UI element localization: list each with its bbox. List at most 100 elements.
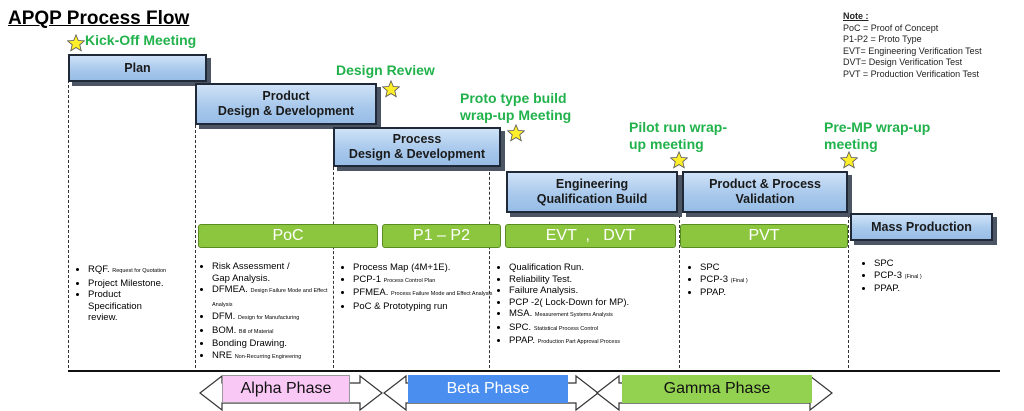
activity-text: DFMEA.	[212, 284, 248, 295]
activity-text: Failure Analysis.	[509, 285, 579, 296]
activity-subtext: Statistical Process Control	[533, 325, 599, 332]
activity-text: RQF.	[88, 264, 110, 275]
activity-text: PCP-3	[700, 273, 728, 285]
activities-evt: Qualification Run. Reliability Test. Fai…	[495, 262, 691, 349]
activity-text: Process Map (4M+1E).	[353, 262, 451, 273]
activities-p1-p2: Process Map (4M+1E). PCP-1 Process Contr…	[339, 262, 501, 312]
note-line: PVT = Production Verification Test	[843, 68, 979, 79]
divider-line	[679, 210, 680, 368]
divider-line	[848, 210, 849, 368]
star-icon	[840, 151, 858, 169]
star-icon	[67, 34, 85, 52]
activity-text: PPAP.	[700, 287, 727, 298]
list-item: DFM. Design for Manufacturing	[212, 311, 342, 325]
milestone-pre-mp: Pre-MP wrap-up meeting	[824, 119, 930, 153]
activity-text: SPC	[700, 262, 720, 273]
list-item: PCP-3 (Final )	[874, 270, 1014, 284]
milestone-pilot-run: Pilot run wrap- up meeting	[629, 119, 727, 153]
note-line: DVT= Design Verification Test	[843, 57, 963, 67]
gamma-phase: Gamma Phase	[622, 375, 812, 403]
list-item: Project Milestone.	[88, 278, 208, 290]
milestone-proto-build: Proto type build wrap-up Meeting	[460, 90, 571, 124]
activity-text: PCP -2( Lock-Down for MP).	[509, 296, 630, 308]
list-item: DFMEA. Design Failure Mode and Effect An…	[212, 284, 342, 311]
list-item: NRE Non-Recurring Engineering	[212, 350, 342, 364]
list-item: PCP -2( Lock-Down for MP).	[509, 297, 691, 309]
stage-pvt: PVT	[680, 224, 848, 248]
activity-text: SPC	[874, 258, 894, 269]
activity-subtext: (Final )	[730, 277, 748, 284]
milestone-line: Proto type build	[460, 90, 567, 106]
activity-text: Project Milestone.	[88, 277, 164, 289]
milestone-kickoff: Kick-Off Meeting	[85, 32, 197, 48]
activity-text: MSA.	[509, 308, 533, 319]
list-item: PCP-1 Process Control Plan	[353, 274, 501, 288]
activity-text: DFM.	[212, 311, 236, 322]
activity-text: PoC & Prototyping run	[353, 300, 448, 312]
phase-mass-production: Mass Production	[850, 213, 993, 241]
list-item: Reliability Test.	[509, 274, 691, 286]
activities-plan: RQF. Request for Quotation Project Miles…	[74, 264, 208, 324]
star-icon	[507, 124, 525, 142]
list-item: SPC	[874, 258, 1014, 270]
activity-subtext: Process Failure Mode and Effect Analysis	[391, 291, 493, 297]
activity-text: BOM.	[212, 324, 237, 336]
alpha-phase: Alpha Phase	[222, 375, 350, 403]
activity-text: PCP-1	[353, 273, 381, 285]
note-line: EVT= Engineering Verification Test	[843, 45, 982, 56]
list-item: Risk Assessment /Gap Analysis.	[212, 261, 342, 284]
list-item: Bonding Drawing.	[212, 338, 342, 350]
activity-text: Qualification Run.	[509, 262, 584, 273]
activity-text: PCP-3	[874, 269, 902, 281]
activity-subtext: Production Part Approval Process	[537, 339, 620, 345]
activity-subtext: Design for Manufacturing	[237, 315, 300, 321]
note-line: P1-P2 = Proto Type	[843, 34, 922, 44]
phase-label: Plan	[124, 60, 151, 75]
list-item: PFMEA. Process Failure Mode and Effect A…	[353, 287, 501, 301]
milestone-line: meeting	[824, 136, 878, 152]
activities-pvt: SPC PCP-3 (Final ) PPAP.	[686, 262, 850, 299]
phase-label: Mass Production	[871, 219, 972, 234]
activity-subtext: Measurement Systems Analysis	[534, 312, 613, 318]
note-title: Note :	[843, 11, 869, 21]
activity-subtext: Bill of Material	[238, 328, 274, 335]
list-item: PCP-3 (Final )	[700, 274, 850, 288]
beta-phase: Beta Phase	[408, 375, 568, 403]
activity-text: SPC.	[509, 321, 532, 333]
phase-plan: Plan	[68, 54, 207, 82]
list-item: Failure Analysis.	[509, 285, 691, 297]
milestone-line: Pre-MP wrap-up	[824, 119, 931, 135]
activity-text: Reliability Test.	[509, 273, 573, 285]
activity-text: Bonding Drawing.	[212, 338, 287, 349]
stage-evt-dvt: EVT , DVT	[505, 224, 676, 248]
divider-line	[333, 167, 334, 368]
list-item: PPAP. Production Part Approval Process	[509, 335, 691, 349]
activity-text: PPAP.	[874, 283, 901, 294]
star-icon	[670, 151, 688, 169]
divider-line	[68, 80, 69, 368]
activity-subtext: (Final )	[904, 273, 922, 280]
list-item: SPC	[700, 262, 850, 274]
activities-poc: Risk Assessment /Gap Analysis. DFMEA. De…	[198, 261, 342, 363]
milestone-design-review: Design Review	[336, 62, 435, 78]
list-item: BOM. Bill of Material	[212, 325, 342, 339]
list-item: Process Map (4M+1E).	[353, 262, 501, 274]
activity-subtext: Non-Recurring Engineering	[234, 353, 302, 360]
activity-text: NRE	[212, 349, 233, 361]
activity-subtext: Design Failure Mode and Effect Analysis	[212, 288, 328, 308]
stage-poc: PoC	[198, 224, 378, 248]
milestone-line: up meeting	[629, 136, 704, 152]
activity-subtext: Process Control Plan	[383, 277, 436, 284]
milestone-line: Pilot run wrap-	[629, 119, 727, 135]
list-item: PPAP.	[874, 283, 1014, 295]
activity-text: Risk Assessment /Gap Analysis.	[212, 261, 290, 284]
